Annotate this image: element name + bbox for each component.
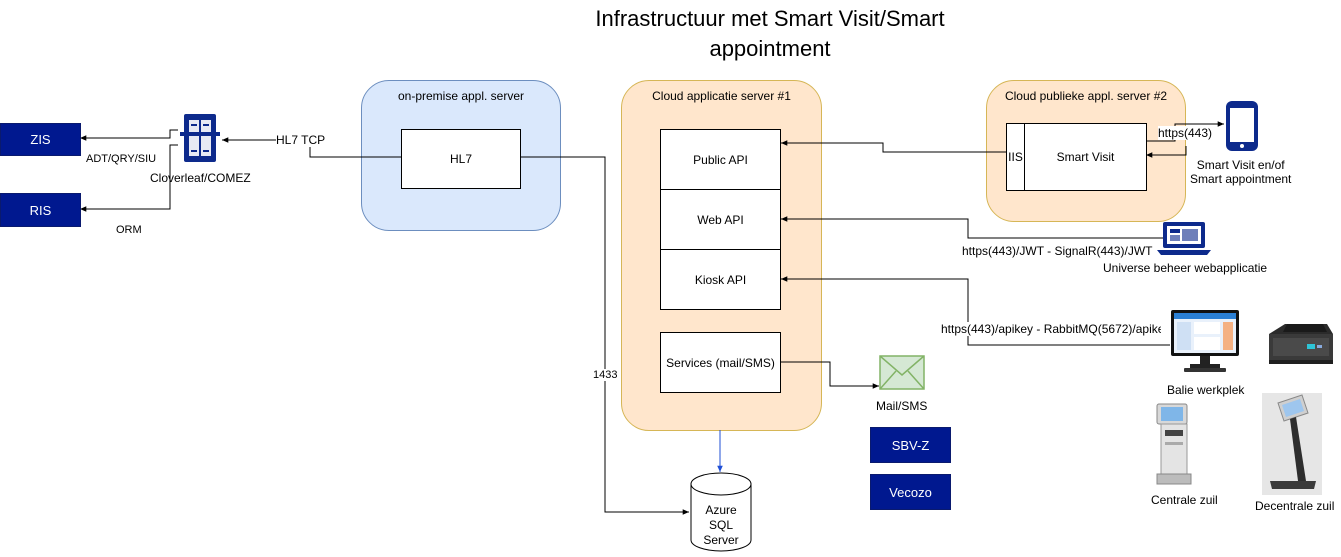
connector-laptop-webapi bbox=[781, 216, 1170, 239]
azure-sql-label: Azure SQL Server bbox=[690, 503, 752, 548]
hl7-label: HL7 bbox=[449, 152, 472, 166]
sbvz-box[interactable]: SBV-Z bbox=[870, 427, 951, 463]
azure-sql-line-2: SQL bbox=[708, 518, 733, 532]
connector-mobile-smartvisit bbox=[1146, 146, 1187, 158]
ris-box[interactable]: RIS bbox=[0, 193, 81, 227]
desktop-node[interactable] bbox=[1170, 309, 1240, 373]
kiosk-icon bbox=[1262, 393, 1322, 495]
cloverleaf-node[interactable] bbox=[178, 112, 222, 164]
mobile-node[interactable] bbox=[1224, 100, 1260, 152]
desktop-monitor-icon bbox=[1171, 310, 1239, 372]
azure-sql-line-1: Azure bbox=[705, 503, 737, 517]
apikey-connection-label: https(443)/apikey - RabbitMQ(5672)/apike… bbox=[941, 322, 1161, 336]
connector-cloverleaf-ris bbox=[80, 144, 178, 212]
connector-hl7-sql bbox=[520, 156, 689, 515]
azure-sql-line-3: Server bbox=[703, 533, 739, 547]
decentrale-zuil-label: Decentrale zuil bbox=[1255, 499, 1335, 513]
jwt-connection-label: https(443)/JWT - SignalR(443)/JWT bbox=[962, 244, 1153, 258]
vecozo-box[interactable]: Vecozo bbox=[870, 474, 951, 510]
sbvz-label: SBV-Z bbox=[891, 437, 930, 453]
port-1433-label: 1433 bbox=[593, 369, 618, 381]
public-api-box[interactable]: Public API bbox=[660, 129, 781, 190]
server-cluster-icon bbox=[180, 114, 220, 162]
zis-box[interactable]: ZIS bbox=[0, 123, 81, 156]
onprem-server-group: on-premise appl. server bbox=[361, 80, 561, 231]
connector-services-mail bbox=[780, 361, 879, 389]
title-line-1: Infrastructuur met Smart Visit/Smart bbox=[595, 6, 945, 31]
card-scanner-icon bbox=[1269, 324, 1333, 364]
cloud-app-server-1-title: Cloud applicatie server #1 bbox=[652, 89, 791, 103]
web-api-label: Web API bbox=[697, 212, 744, 227]
services-label: Services (mail/SMS) bbox=[666, 355, 775, 370]
centrale-zuil-node[interactable] bbox=[1153, 402, 1197, 488]
mobile-label-line-1: Smart Visit en/of bbox=[1196, 158, 1285, 172]
public-api-label: Public API bbox=[693, 152, 748, 167]
mobile-phone-icon bbox=[1226, 101, 1258, 151]
balie-werkplek-label: Balie werkplek bbox=[1167, 383, 1245, 397]
azure-sql-node[interactable]: Azure SQL Server bbox=[690, 472, 752, 552]
services-box[interactable]: Services (mail/SMS) bbox=[660, 332, 781, 393]
database-icon bbox=[690, 472, 752, 552]
mail-node[interactable] bbox=[879, 355, 925, 391]
adt-qry-siu-label: ADT/QRY/SIU bbox=[86, 153, 157, 165]
orm-label: ORM bbox=[116, 224, 142, 236]
diagram-title: Infrastructuur met Smart Visit/Smart app… bbox=[520, 4, 1020, 64]
vecozo-label: Vecozo bbox=[889, 484, 932, 500]
ris-label: RIS bbox=[29, 202, 52, 218]
connector-hl7-cloverleaf bbox=[222, 137, 401, 158]
cloud-public-server-2-title: Cloud publieke appl. server #2 bbox=[1004, 89, 1168, 103]
connector-iis-publicapi bbox=[781, 140, 1006, 153]
https-443-label: https(443) bbox=[1158, 126, 1213, 140]
kiosk-api-label: Kiosk API bbox=[694, 272, 747, 287]
mobile-label: Smart Visit en/of Smart appointment bbox=[1190, 158, 1291, 186]
web-api-box[interactable]: Web API bbox=[660, 189, 781, 250]
onprem-server-title: on-premise appl. server bbox=[397, 89, 525, 103]
zis-label: ZIS bbox=[30, 132, 51, 147]
kiosk-icon bbox=[1156, 403, 1192, 485]
decentrale-zuil-node[interactable] bbox=[1262, 393, 1322, 495]
cloverleaf-label: Cloverleaf/COMEZ bbox=[150, 171, 251, 185]
iis-label: IIS bbox=[1008, 150, 1023, 164]
smart-visit-box[interactable]: Smart Visit bbox=[1024, 123, 1147, 191]
webapp-label: Universe beheer webapplicatie bbox=[1103, 261, 1268, 275]
laptop-icon bbox=[1157, 222, 1211, 255]
mail-sms-label: Mail/SMS bbox=[876, 399, 928, 413]
laptop-node[interactable] bbox=[1157, 220, 1211, 256]
connector-cloverleaf-zis bbox=[80, 129, 178, 141]
iis-box[interactable]: IIS bbox=[1006, 123, 1025, 191]
title-line-2: appointment bbox=[709, 36, 831, 61]
hl7-tcp-label: HL7 TCP bbox=[276, 133, 326, 147]
hl7-box[interactable]: HL7 bbox=[401, 129, 521, 189]
scanner-node[interactable] bbox=[1263, 320, 1335, 368]
smart-visit-label: Smart Visit bbox=[1056, 150, 1115, 164]
mobile-label-line-2: Smart appointment bbox=[1190, 172, 1292, 186]
envelope-icon bbox=[879, 355, 925, 390]
connector-desktop-kioskapi bbox=[781, 276, 1170, 346]
kiosk-api-box[interactable]: Kiosk API bbox=[660, 249, 781, 310]
apikey-connection-text: https(443)/apikey - RabbitMQ(5672)/apike… bbox=[941, 322, 1161, 336]
centrale-zuil-label: Centrale zuil bbox=[1151, 493, 1218, 507]
